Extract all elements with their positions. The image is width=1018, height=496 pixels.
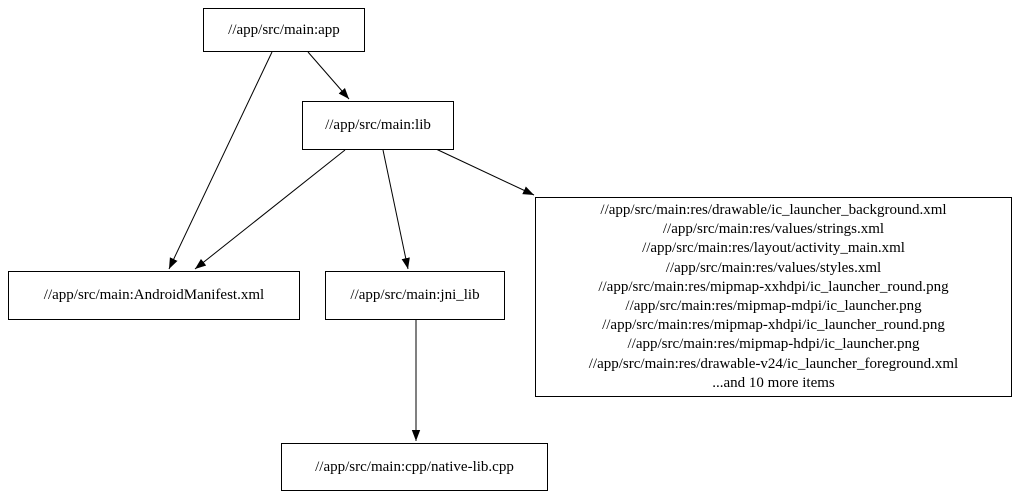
node-native-lib-cpp: //app/src/main:cpp/native-lib.cpp bbox=[281, 443, 548, 491]
node-app-target: //app/src/main:app bbox=[203, 8, 365, 52]
resource-item: //app/src/main:res/layout/activity_main.… bbox=[642, 240, 905, 257]
node-native-lib-cpp-label: //app/src/main:cpp/native-lib.cpp bbox=[315, 458, 514, 475]
resources-more-items: ...and 10 more items bbox=[712, 374, 835, 391]
edge-lib-to-resources bbox=[435, 148, 535, 196]
resource-item: //app/src/main:res/values/strings.xml bbox=[662, 221, 885, 238]
edge-app-to-lib bbox=[307, 51, 350, 100]
resource-item: //app/src/main:res/drawable-v24/ic_launc… bbox=[588, 355, 959, 372]
node-resources-group: //app/src/main:res/drawable/ic_launcher_… bbox=[535, 197, 1012, 397]
node-lib-target: //app/src/main:lib bbox=[302, 101, 454, 150]
node-app-label: //app/src/main:app bbox=[228, 21, 340, 38]
node-android-manifest: //app/src/main:AndroidManifest.xml bbox=[8, 271, 300, 320]
node-jni-lib-label: //app/src/main:jni_lib bbox=[350, 287, 480, 303]
node-lib-label: //app/src/main:lib bbox=[325, 117, 431, 133]
resource-item: //app/src/main:res/values/styles.xml bbox=[665, 259, 882, 276]
edge-lib-to-manifest bbox=[194, 149, 346, 270]
edge-app-to-manifest bbox=[168, 51, 273, 270]
resource-item: //app/src/main:res/mipmap-xxhdpi/ic_laun… bbox=[598, 278, 949, 295]
resource-item: //app/src/main:res/mipmap-xhdpi/ic_launc… bbox=[602, 317, 945, 334]
node-jni-lib-target: //app/src/main:jni_lib bbox=[325, 271, 505, 320]
edge-lib-to-jni-lib bbox=[382, 149, 410, 270]
resource-item: //app/src/main:res/mipmap-mdpi/ic_launch… bbox=[625, 298, 922, 314]
node-android-manifest-label: //app/src/main:AndroidManifest.xml bbox=[43, 287, 265, 303]
resource-item: //app/src/main:res/mipmap-hdpi/ic_launch… bbox=[627, 336, 920, 353]
resource-item: //app/src/main:res/drawable/ic_launcher_… bbox=[600, 201, 947, 218]
